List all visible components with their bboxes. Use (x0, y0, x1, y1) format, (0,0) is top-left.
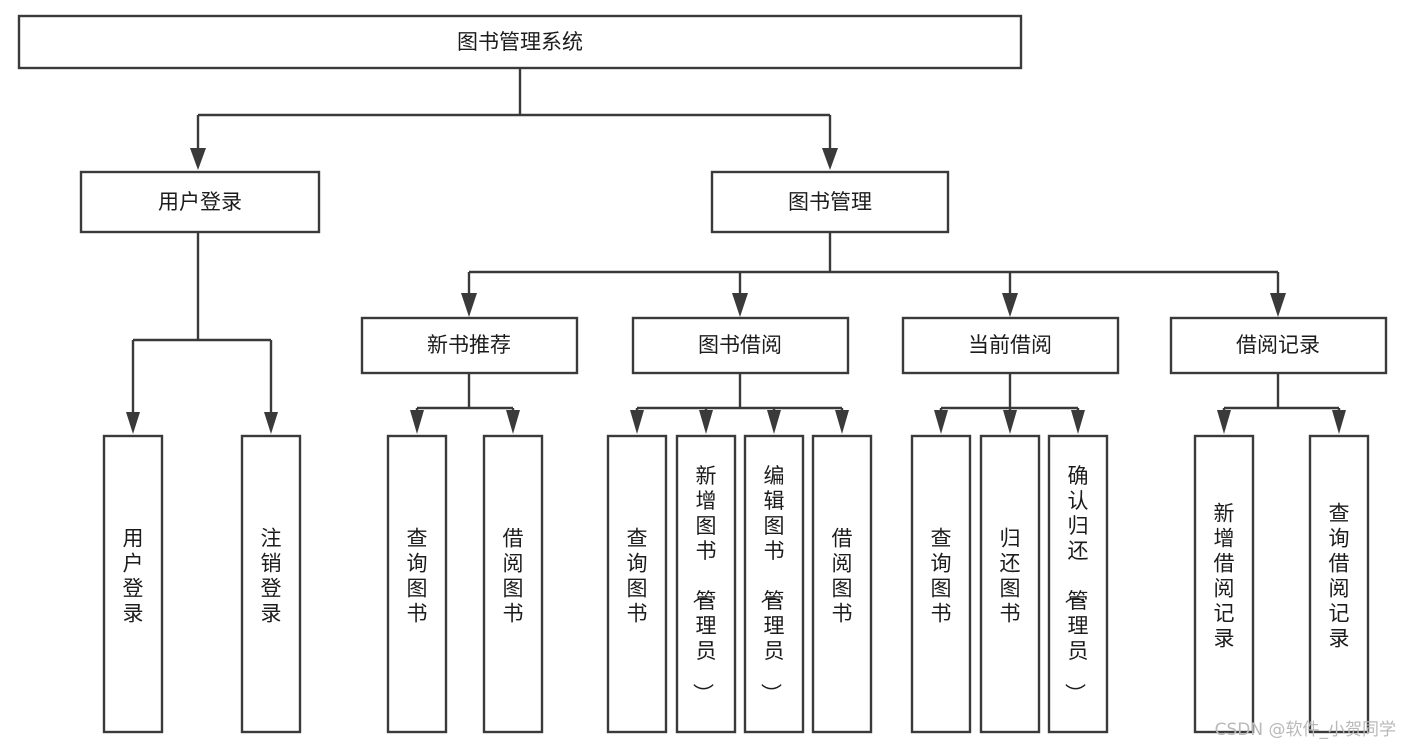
leaf-node-logout[interactable]: 注销登录 (240, 434, 302, 734)
node-book-management-box[interactable] (710, 170, 950, 234)
node-root[interactable]: 图书管理系统 (17, 14, 1023, 70)
node-book-borrow-box[interactable] (631, 316, 850, 375)
node-new-book-recommend-label: 新书推荐 (427, 333, 511, 357)
node-book-management[interactable]: 图书管理 (710, 170, 950, 234)
arrow-head-leaf-9 (934, 410, 948, 434)
node-current-borrow-box[interactable] (901, 316, 1120, 375)
leaf-node-borrow-book-2[interactable]: 借阅图书 (811, 434, 873, 734)
leaf-node-borrow-book-2-label: 借阅图书 (832, 527, 853, 626)
leaf-node-add-book-admin-box[interactable] (675, 434, 737, 734)
arrow-head-leaf-1 (126, 412, 140, 434)
leaf-node-return-book[interactable]: 归还图书 (979, 434, 1041, 734)
leaf-node-borrow-book-1-label: 借阅图书 (503, 527, 524, 626)
arrow-head-new-book-rec (461, 293, 477, 317)
leaf-node-query-book-1[interactable]: 查询图书 (386, 434, 448, 734)
leaf-node-query-book-3[interactable]: 查询图书 (910, 434, 972, 734)
node-book-borrow-label: 图书借阅 (698, 333, 782, 357)
arrow-head-leaf-5 (630, 410, 644, 434)
arrow-head-leaf-13 (1332, 410, 1346, 434)
leaf-node-user-login[interactable]: 用户登录 (102, 434, 164, 734)
leaf-node-edit-book-admin-box[interactable] (743, 434, 805, 734)
leaf-node-confirm-return-admin-box[interactable] (1047, 434, 1109, 734)
leaf-node-query-book-3-box[interactable] (910, 434, 972, 734)
leaf-node-return-book-box[interactable] (979, 434, 1041, 734)
arrow-head-leaf-11 (1071, 410, 1085, 434)
leaf-node-add-borrow-record-label: 新增借阅记录 (1214, 502, 1235, 651)
arrow-head-leaf-10 (1003, 410, 1017, 434)
leaf-node-query-borrow-record-label: 查询借阅记录 (1329, 502, 1350, 651)
node-book-management-label: 图书管理 (788, 190, 872, 214)
arrow-head-leaf-3 (410, 410, 424, 434)
node-user-login[interactable]: 用户登录 (79, 170, 321, 234)
leaf-node-add-borrow-record[interactable]: 新增借阅记录 (1193, 434, 1255, 734)
node-new-book-recommend-box[interactable] (360, 316, 579, 375)
node-borrow-record-box[interactable] (1169, 316, 1388, 375)
leaf-node-add-book-admin-label: 新增图书（管理员） (691, 464, 717, 704)
leaf-node-user-login-box[interactable] (102, 434, 164, 734)
leaf-node-confirm-return-admin[interactable]: 确认归还（管理员） (1047, 434, 1109, 734)
leaf-node-query-borrow-record[interactable]: 查询借阅记录 (1308, 434, 1370, 734)
leaf-node-query-book-2-box[interactable] (606, 434, 668, 734)
arrow-head-book-mgmt (822, 148, 838, 170)
arrow-head-leaf-6 (699, 410, 713, 434)
arrow-head-current-borrow (1002, 293, 1018, 317)
csdn-watermark: CSDN @软件_小贺同学 (1215, 720, 1396, 740)
node-book-borrow[interactable]: 图书借阅 (631, 316, 850, 375)
node-root-box[interactable] (17, 14, 1023, 70)
node-current-borrow-label: 当前借阅 (968, 333, 1052, 357)
node-root-label: 图书管理系统 (457, 30, 583, 54)
leaf-node-logout-box[interactable] (240, 434, 302, 734)
arrow-head-book-borrow (732, 293, 748, 317)
node-borrow-record[interactable]: 借阅记录 (1169, 316, 1388, 375)
leaf-node-logout-label: 注销登录 (261, 527, 282, 626)
leaf-node-borrow-book-1[interactable]: 借阅图书 (482, 434, 544, 734)
node-user-login-label: 用户登录 (158, 190, 242, 214)
arrow-head-leaf-8 (835, 410, 849, 434)
arrow-head-leaf-12 (1217, 410, 1231, 434)
leaf-node-query-book-1-label: 查询图书 (407, 527, 428, 626)
leaf-node-add-borrow-record-box[interactable] (1193, 434, 1255, 734)
node-current-borrow[interactable]: 当前借阅 (901, 316, 1120, 375)
leaf-node-add-book-admin[interactable]: 新增图书（管理员） (675, 434, 737, 734)
leaf-node-query-borrow-record-box[interactable] (1308, 434, 1370, 734)
leaf-node-query-book-2-label: 查询图书 (627, 527, 648, 626)
leaf-node-borrow-book-2-box[interactable] (811, 434, 873, 734)
connector-layer (126, 68, 1346, 434)
leaf-node-borrow-book-1-box[interactable] (482, 434, 544, 734)
leaf-node-edit-book-admin-label: 编辑图书（管理员） (759, 464, 785, 704)
arrow-head-user-login (190, 148, 206, 170)
leaf-node-confirm-return-admin-label: 确认归还（管理员） (1063, 464, 1089, 704)
leaf-node-query-book-3-label: 查询图书 (931, 527, 952, 626)
leaf-node-return-book-label: 归还图书 (1000, 527, 1021, 626)
node-user-login-box[interactable] (79, 170, 321, 234)
arrow-head-borrow-record (1270, 293, 1286, 317)
node-borrow-record-label: 借阅记录 (1236, 333, 1320, 357)
leaf-node-query-book-1-box[interactable] (386, 434, 448, 734)
arrow-head-leaf-7 (767, 410, 781, 434)
leaf-node-user-login-label: 用户登录 (123, 527, 144, 626)
leaf-node-query-book-2[interactable]: 查询图书 (606, 434, 668, 734)
node-new-book-recommend[interactable]: 新书推荐 (360, 316, 579, 375)
arrow-head-leaf-2 (264, 412, 278, 434)
leaf-node-edit-book-admin[interactable]: 编辑图书（管理员） (743, 434, 805, 734)
arrow-head-leaf-4 (506, 410, 520, 434)
